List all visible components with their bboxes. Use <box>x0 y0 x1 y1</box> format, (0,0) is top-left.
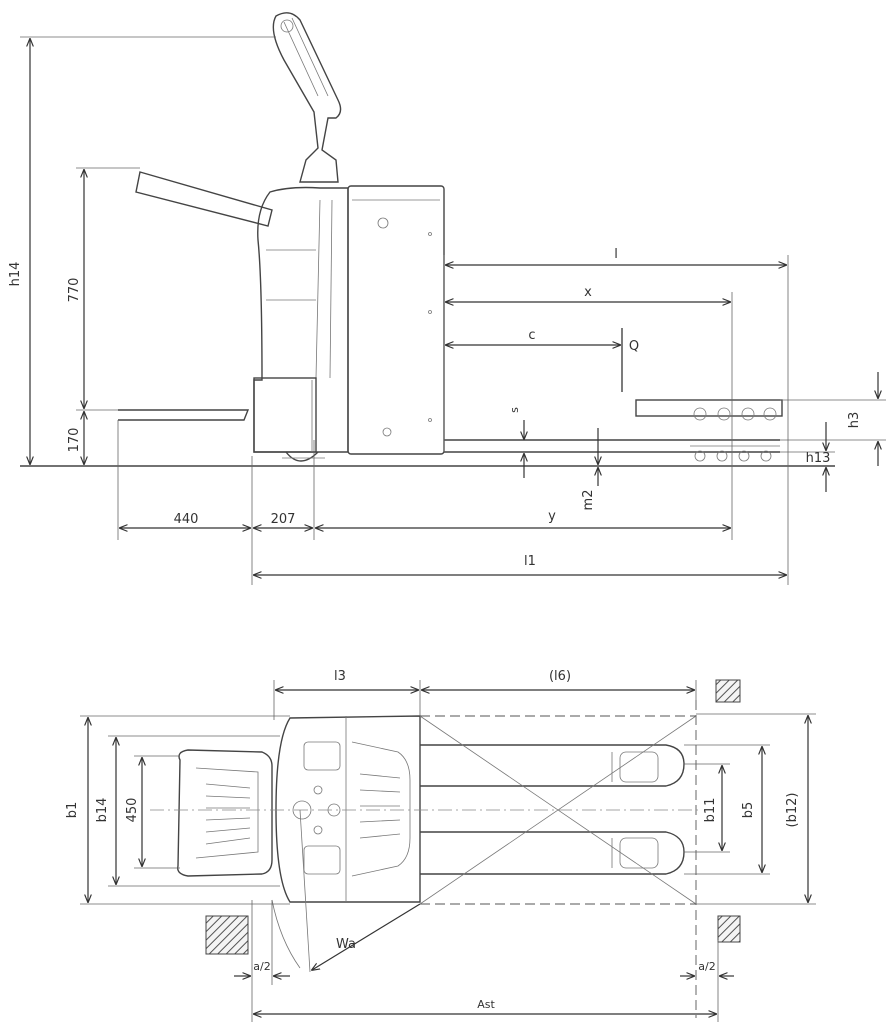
side-view-labels: h14 770 170 440 207 y l1 l x c Q s m2 h3… <box>8 247 862 569</box>
turning-radius <box>271 809 421 973</box>
side-view: h14 770 170 440 207 y l1 l x c Q s m2 h3… <box>8 12 886 585</box>
label-207: 207 <box>271 512 296 527</box>
label-h13: h13 <box>806 451 831 466</box>
label-Wa: Wa <box>336 937 356 952</box>
label-Q: Q <box>629 339 639 354</box>
battery-compartment <box>347 185 445 455</box>
label-s: s <box>508 407 521 413</box>
top-view-labels: l3 (l6) b1 b14 450 b11 b5 (b12) Wa a/2 a… <box>65 669 800 1011</box>
operator-cabin <box>253 186 349 453</box>
label-b5: b5 <box>741 802 756 819</box>
label-a2-right: a/2 <box>698 960 715 973</box>
dimension-lines <box>30 39 878 575</box>
label-a2-left: a/2 <box>253 960 270 973</box>
operator-platform <box>118 409 250 421</box>
label-b11: b11 <box>703 798 718 823</box>
label-y: y <box>548 509 556 524</box>
tiller-handle <box>272 12 342 183</box>
forks-lowered <box>444 439 780 462</box>
label-l6: (l6) <box>549 669 571 684</box>
top-view: l3 (l6) b1 b14 450 b11 b5 (b12) Wa a/2 a… <box>65 669 816 1022</box>
forks-top <box>420 744 685 875</box>
label-170: 170 <box>67 428 82 453</box>
label-b14: b14 <box>95 798 110 823</box>
extension-lines <box>20 36 886 585</box>
label-Ast: Ast <box>477 998 495 1011</box>
drive-wheel <box>282 451 325 462</box>
aisle-block-right <box>717 915 741 943</box>
label-450: 450 <box>125 798 140 823</box>
label-x: x <box>584 285 592 300</box>
label-c: c <box>528 328 535 343</box>
extension-lines-top <box>80 680 816 1022</box>
label-440: 440 <box>174 512 199 527</box>
label-h14: h14 <box>8 262 23 287</box>
label-770: 770 <box>67 278 82 303</box>
label-l1: l1 <box>524 554 536 569</box>
label-h3: h3 <box>847 412 862 429</box>
platform-arm <box>135 171 273 227</box>
aisle-block-left <box>205 915 249 955</box>
label-l3: l3 <box>334 669 346 684</box>
pallet-outline <box>419 700 697 1018</box>
label-l: l <box>614 247 618 262</box>
chassis-top <box>275 715 421 903</box>
dimension-lines-top <box>88 690 808 1014</box>
platform-top <box>177 749 273 877</box>
label-m2: m2 <box>581 490 596 511</box>
aisle-block-top-right <box>715 679 741 703</box>
label-b1: b1 <box>65 802 80 819</box>
label-b12: (b12) <box>785 793 800 828</box>
forks-raised <box>635 399 783 421</box>
